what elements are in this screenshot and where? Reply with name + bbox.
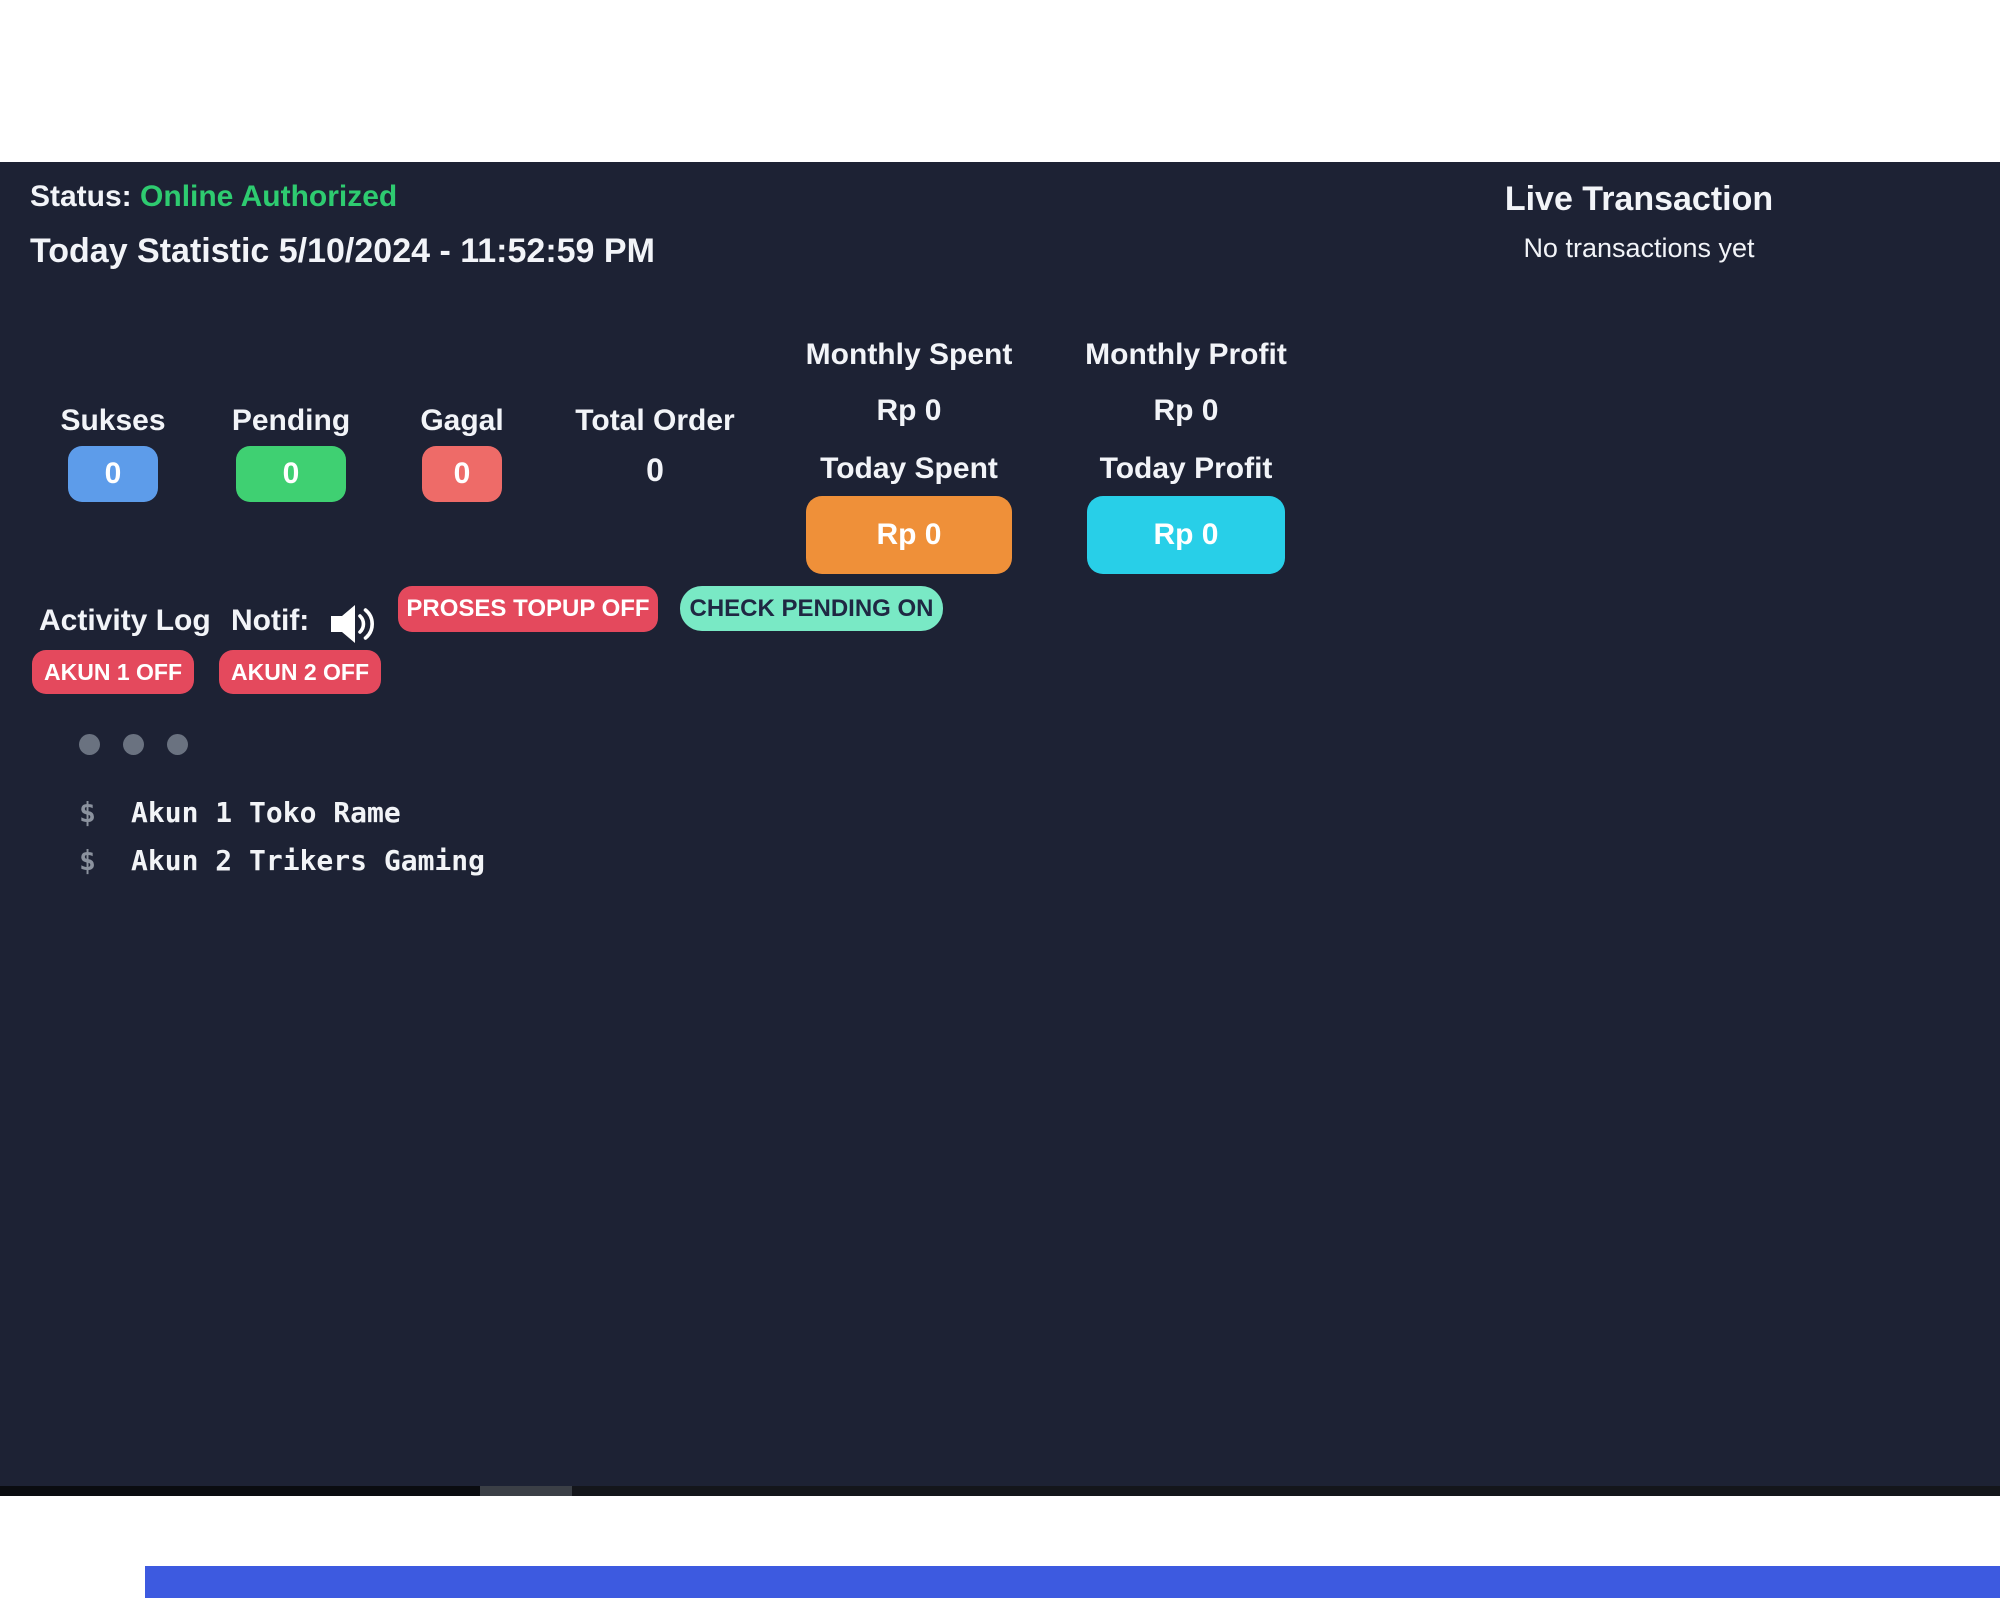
page-title: Today Statistic 5/10/2024 - 11:52:59 PM [30,232,655,270]
terminal-dot [79,734,100,755]
stat-pending: Pending 0 [211,404,371,502]
stat-profit-column: Monthly Profit Rp 0 Today Profit Rp 0 [1056,338,1316,574]
today-spent-label: Today Spent [820,452,998,485]
bottom-blue-bar [145,1566,2000,1598]
today-profit-label: Today Profit [1099,452,1273,485]
live-transaction-empty: No transactions yet [1523,233,1755,263]
stat-sukses-value: 0 [68,446,158,502]
proses-topup-button[interactable]: PROSES TOPUP OFF [398,586,658,632]
akun1-button[interactable]: AKUN 1 OFF [32,650,194,694]
monthly-spent-label: Monthly Spent [805,338,1013,371]
horizontal-scrollbar-track[interactable] [572,1486,2000,1496]
live-transaction-title: Live Transaction [1504,180,1774,218]
stat-sukses-label: Sukses [60,404,166,437]
status-value: Online Authorized [140,180,398,213]
stat-total-order-value: 0 [646,452,664,488]
terminal-prompt: $ [79,796,96,829]
monthly-profit-value: Rp 0 [1153,394,1219,427]
stat-gagal-value: 0 [422,446,502,502]
activity-log-label: Activity Log [39,604,211,637]
terminal-line: $ Akun 2 Trikers Gaming [79,844,485,877]
terminal-window-dots [79,734,211,755]
monthly-profit-label: Monthly Profit [1085,338,1287,371]
terminal-line-text: Akun 1 Toko Rame [131,796,401,829]
stat-gagal: Gagal 0 [382,404,542,502]
speaker-icon[interactable] [328,598,376,650]
horizontal-scrollbar-track[interactable] [0,1486,480,1496]
terminal-line-text: Akun 2 Trikers Gaming [131,844,486,877]
terminal-dot [167,734,188,755]
stat-total-order-label: Total Order [575,404,735,437]
terminal-dot [123,734,144,755]
stat-spent-column: Monthly Spent Rp 0 Today Spent Rp 0 [779,338,1039,574]
monthly-spent-value: Rp 0 [876,394,942,427]
notif-label: Notif: [231,604,310,637]
horizontal-scrollbar-thumb[interactable] [480,1486,572,1496]
status-label: Status: [30,180,132,213]
stat-pending-label: Pending [231,404,351,437]
akun2-button[interactable]: AKUN 2 OFF [219,650,381,694]
stat-sukses: Sukses 0 [33,404,193,502]
today-spent-value: Rp 0 [806,496,1012,574]
dashboard-panel [0,162,2000,1486]
stat-gagal-label: Gagal [420,404,504,437]
terminal-prompt: $ [79,844,96,877]
stat-total-order: Total Order 0 [545,404,765,489]
check-pending-button[interactable]: CHECK PENDING ON [680,586,943,631]
live-transaction-section: Live Transaction No transactions yet [1439,180,1839,264]
stat-pending-value: 0 [236,446,346,502]
terminal-line: $ Akun 1 Toko Rame [79,796,401,829]
today-profit-value: Rp 0 [1087,496,1285,574]
status-line: Status: Online Authorized [30,180,397,214]
